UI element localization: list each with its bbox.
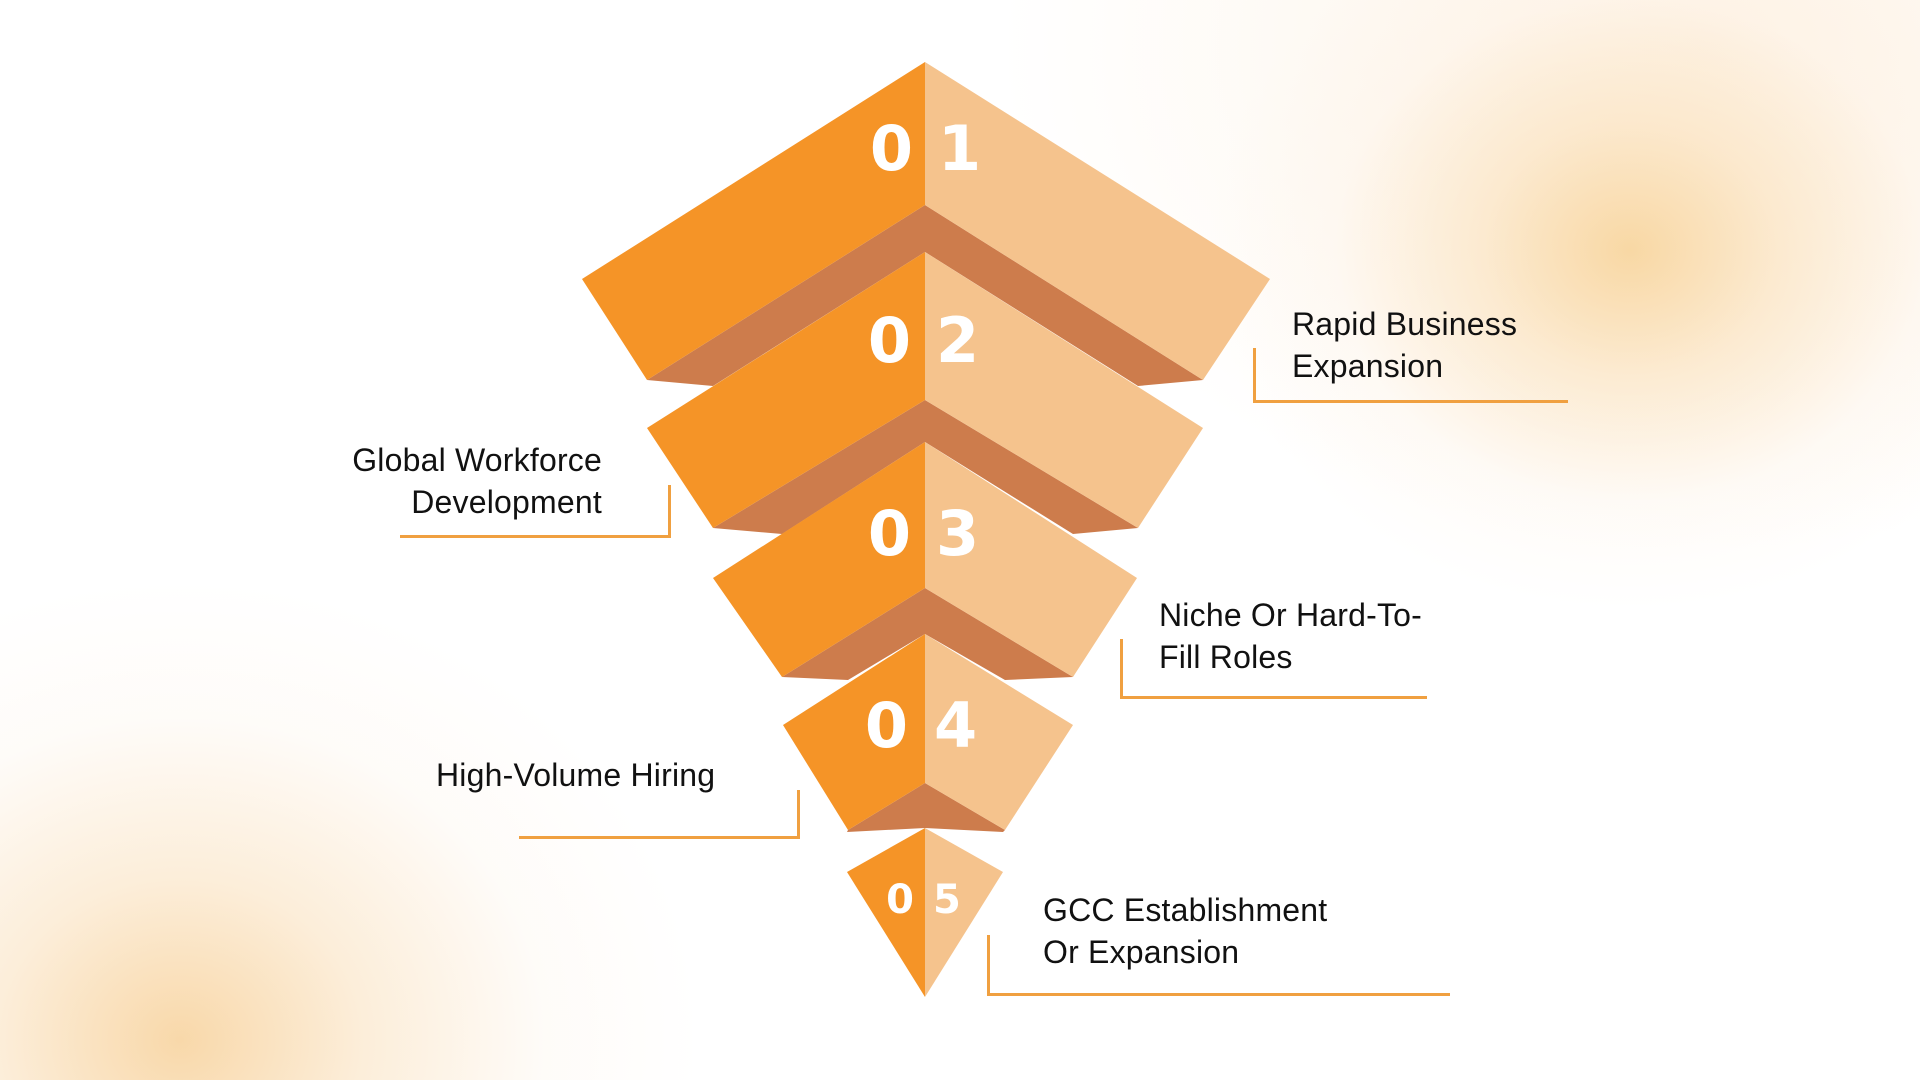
step-3-number-left: 0 bbox=[868, 497, 911, 570]
piece-3-right-face bbox=[925, 442, 1137, 677]
step-2-connector-horizontal bbox=[400, 535, 671, 538]
piece-2-right-face bbox=[925, 252, 1203, 528]
step-3-label: Niche Or Hard-To- Fill Roles bbox=[1159, 594, 1422, 678]
step-4-label-line-1: High-Volume Hiring bbox=[436, 757, 716, 793]
funnel-piece-1: 0 1 bbox=[582, 62, 1270, 380]
step-2-label-line-2: Development bbox=[411, 484, 602, 520]
step-4-connector-horizontal bbox=[519, 836, 800, 839]
step-5-label-line-2: Or Expansion bbox=[1043, 934, 1240, 970]
step-2-number-right: 2 bbox=[936, 304, 979, 377]
step-5-number-left: 0 bbox=[886, 877, 914, 923]
piece-1-right-face bbox=[925, 62, 1270, 380]
piece-4-left-face bbox=[783, 634, 925, 830]
shadow-bands bbox=[647, 205, 1203, 832]
step-2-connector-vertical bbox=[668, 485, 671, 538]
piece-3-left-face bbox=[713, 442, 925, 677]
shadow-band-4 bbox=[847, 783, 1005, 832]
shadow-band-3 bbox=[782, 588, 1073, 680]
piece-2-left-face bbox=[647, 252, 925, 528]
step-2-label: Global Workforce Development bbox=[300, 439, 602, 523]
funnel-piece-5: 0 5 bbox=[847, 828, 1003, 997]
step-4-label: High-Volume Hiring bbox=[436, 754, 715, 796]
step-1-label-line-2: Expansion bbox=[1292, 348, 1444, 384]
step-1-connector-vertical bbox=[1253, 348, 1256, 403]
step-3-label-line-1: Niche Or Hard-To- bbox=[1159, 597, 1423, 633]
shadow-band-2 bbox=[713, 400, 1138, 534]
step-5-connector-horizontal bbox=[987, 993, 1450, 996]
piece-5-left-face bbox=[847, 828, 925, 997]
step-1-connector-horizontal bbox=[1253, 400, 1568, 403]
step-5-label-line-1: GCC Establishment bbox=[1043, 892, 1328, 928]
step-4-connector-vertical bbox=[797, 790, 800, 839]
step-3-connector-horizontal bbox=[1120, 696, 1427, 699]
step-2-number-left: 0 bbox=[868, 304, 911, 377]
step-4-number-right: 4 bbox=[934, 689, 977, 762]
step-1-label: Rapid Business Expansion bbox=[1292, 303, 1517, 387]
funnel-piece-3: 0 3 bbox=[713, 442, 1137, 677]
step-4-number-left: 0 bbox=[865, 689, 908, 762]
step-2-label-line-1: Global Workforce bbox=[352, 442, 602, 478]
piece-4-right-face bbox=[925, 634, 1073, 830]
step-5-number-right: 5 bbox=[933, 877, 961, 923]
piece-5-right-face bbox=[925, 828, 1003, 997]
step-1-label-line-1: Rapid Business bbox=[1292, 306, 1518, 342]
step-3-connector-vertical bbox=[1120, 639, 1123, 699]
piece-1-left-face bbox=[582, 62, 925, 380]
step-3-label-line-2: Fill Roles bbox=[1159, 639, 1293, 675]
step-3-number-right: 3 bbox=[936, 497, 979, 570]
funnel-piece-2: 0 2 bbox=[647, 252, 1203, 528]
step-1-number-right: 1 bbox=[938, 112, 981, 185]
funnel-piece-4: 0 4 bbox=[783, 634, 1073, 830]
step-5-label: GCC Establishment Or Expansion bbox=[1043, 889, 1327, 973]
shadow-band-1 bbox=[647, 205, 1203, 386]
step-1-number-left: 0 bbox=[870, 112, 913, 185]
step-5-connector-vertical bbox=[987, 935, 990, 996]
